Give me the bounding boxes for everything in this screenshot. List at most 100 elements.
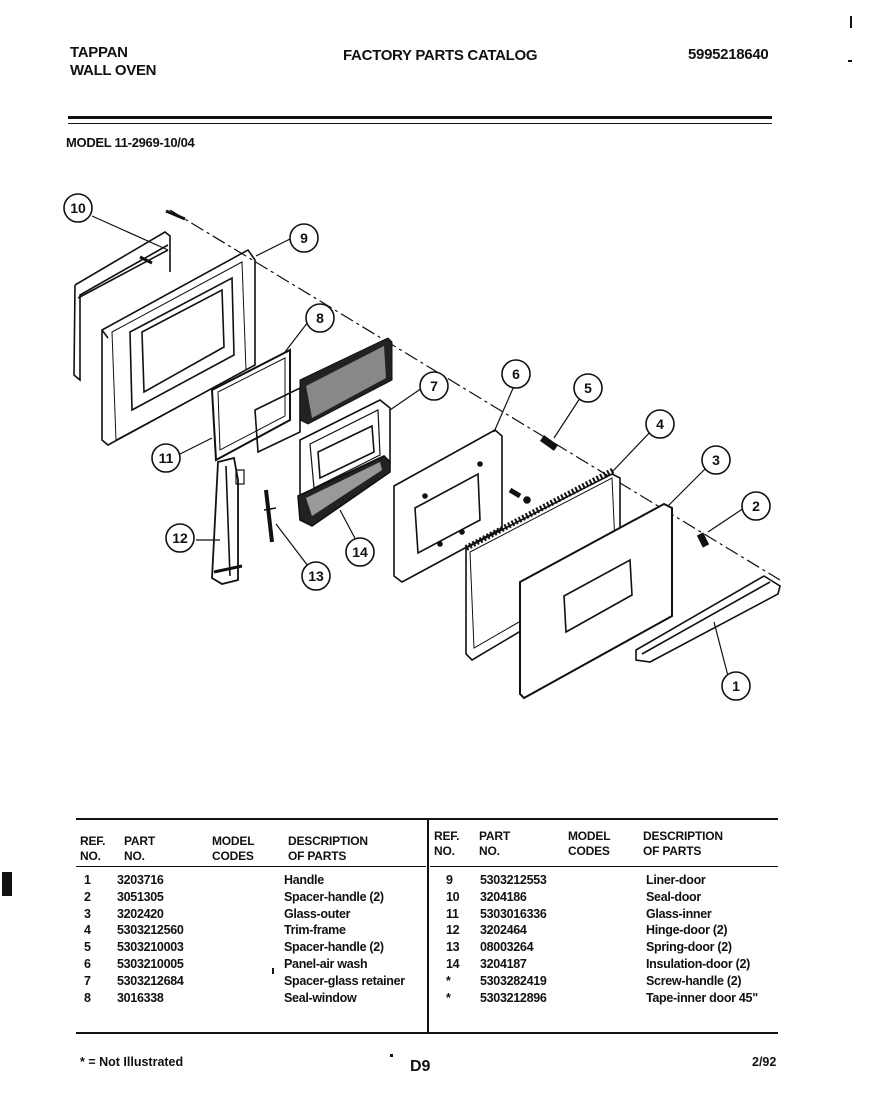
callout-label: 12: [172, 530, 188, 546]
callout-label: 1: [732, 678, 740, 694]
cell-ref: 4: [84, 923, 91, 938]
callout-1: 1: [721, 671, 751, 701]
door-insulation-part: [297, 455, 391, 527]
cell-part: 08003264: [480, 940, 534, 955]
door-handle-part: [635, 575, 781, 663]
product-name: WALL OVEN: [70, 62, 157, 79]
cell-desc: Spring-door (2): [646, 940, 732, 955]
cell-ref: 7: [84, 973, 91, 988]
cell-part: 5303212896: [480, 990, 547, 1005]
table-bottom-rule: [76, 1032, 778, 1034]
callout-13: 13: [301, 561, 331, 591]
model-label: MODEL 11-2969-10/04: [66, 135, 195, 150]
catalog-number: 5995218640: [688, 46, 769, 63]
cell-desc: Panel-air wash: [284, 957, 368, 971]
callout-label: 14: [352, 544, 368, 560]
cell-desc: Tape-inner door 45": [646, 990, 758, 1005]
glass-retainer-part: [299, 399, 391, 501]
cell-part: 5303212553: [480, 873, 547, 887]
callout-6: 6: [501, 359, 531, 389]
not-illustrated-note: * = Not Illustrated: [80, 1055, 184, 1069]
door-liner-part: [101, 248, 256, 446]
cell-ref: 2: [84, 889, 91, 904]
cell-desc: Seal-door: [646, 889, 701, 904]
col-ref-header: REF.NO.: [434, 829, 460, 858]
header-rule-thick: [68, 116, 772, 119]
callout-8: 8: [305, 303, 335, 333]
cell-desc: Seal-window: [284, 990, 357, 1005]
callout-label: 4: [656, 416, 664, 432]
cell-ref: 11: [446, 906, 459, 921]
cell-ref: 10: [446, 889, 460, 904]
cell-part: 3202420: [117, 906, 164, 921]
stray-mark: [272, 968, 274, 974]
cell-ref: 14: [446, 957, 460, 971]
brand-name: TAPPAN: [70, 44, 128, 61]
cell-ref: 1: [84, 873, 91, 887]
cell-ref: 8: [84, 990, 91, 1005]
cell-desc: Screw-handle (2): [646, 973, 742, 988]
edge-mark: [850, 16, 852, 28]
callout-label: 2: [752, 498, 760, 514]
callout-label: 7: [430, 378, 438, 394]
cell-part: 5303282419: [480, 973, 547, 988]
callout-14: 14: [345, 537, 375, 567]
header-rule-thin: [68, 123, 772, 124]
edge-mark: [848, 60, 852, 62]
cell-desc: Spacer-handle (2): [284, 940, 384, 955]
edge-mark: [2, 872, 12, 896]
table-header-rule-right: [430, 866, 778, 867]
cell-ref: 5: [84, 940, 91, 955]
cell-part: 5303210005: [117, 957, 184, 971]
cell-part: 3203716: [117, 873, 164, 887]
screw-icon: [139, 209, 186, 265]
cell-part: 3051305: [117, 889, 164, 904]
table-header-rule-left: [76, 866, 426, 867]
cell-desc: Handle: [284, 873, 324, 887]
callout-label: 3: [712, 452, 720, 468]
cell-ref: 6: [84, 957, 91, 971]
cell-desc: Hinge-door (2): [646, 923, 728, 938]
door-seal-part: [73, 231, 171, 382]
cell-part: 3202464: [480, 923, 527, 938]
cell-ref: 3: [84, 906, 91, 921]
handle-spacer-part: [696, 532, 710, 548]
stray-mark: [390, 1054, 393, 1057]
cell-part: 3204187: [480, 957, 527, 971]
cell-ref: 9: [446, 873, 453, 887]
callout-label: 6: [512, 366, 520, 382]
cell-part: 3016338: [117, 990, 164, 1005]
revision-date: 2/92: [752, 1055, 777, 1069]
callout-7: 7: [419, 371, 449, 401]
cell-part: 5303212684: [117, 973, 184, 988]
callout-11: 11: [151, 443, 181, 473]
cell-part: 5303212560: [117, 923, 184, 938]
callout-5: 5: [573, 373, 603, 403]
cell-part: 5303210003: [117, 940, 184, 955]
center-line: [169, 209, 781, 581]
col-ref-header: REF.NO.: [80, 834, 106, 863]
handle-spacer-part: [508, 435, 559, 504]
callout-10: 10: [63, 193, 93, 223]
cell-part: 5303016336: [480, 906, 547, 921]
callout-label: 8: [316, 310, 324, 326]
cell-desc: Trim-frame: [284, 923, 346, 938]
callout-label: 13: [308, 568, 324, 584]
cell-ref: *: [446, 973, 451, 988]
page-title: FACTORY PARTS CATALOG: [343, 47, 538, 64]
callout-label: 9: [300, 230, 308, 246]
cell-ref: 12: [446, 923, 460, 938]
cell-desc: Spacer-glass retainer: [284, 973, 405, 988]
callout-3: 3: [701, 445, 731, 475]
cell-part: 3204186: [480, 889, 527, 904]
leader-lines: [91, 215, 745, 677]
door-spring-part: [263, 489, 277, 543]
callout-label: 5: [584, 380, 592, 396]
